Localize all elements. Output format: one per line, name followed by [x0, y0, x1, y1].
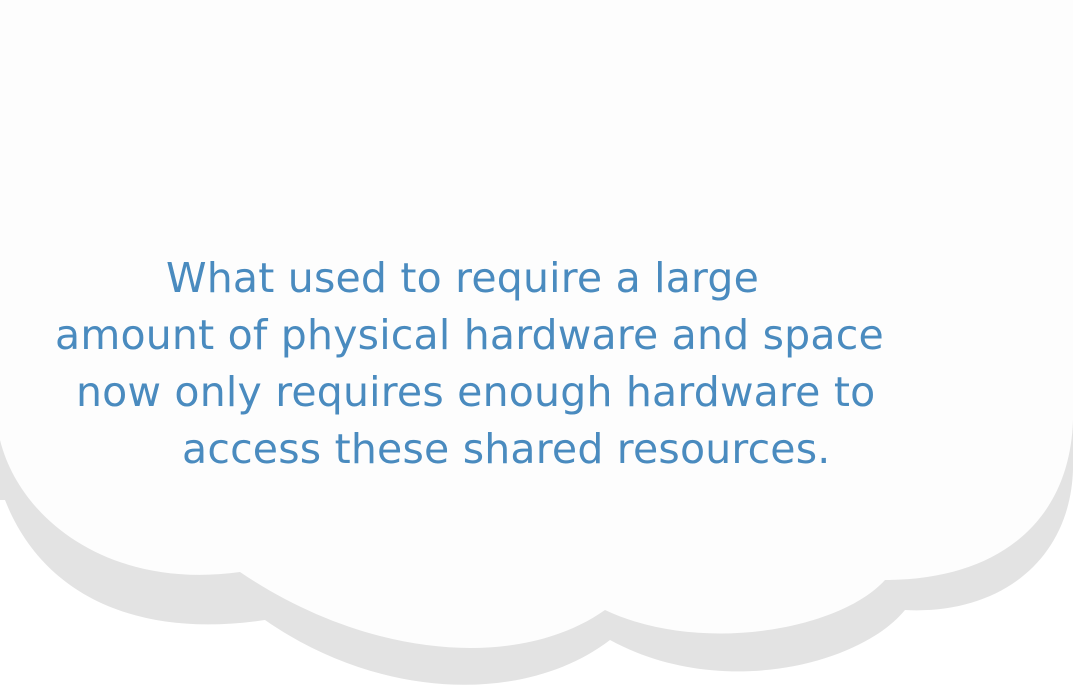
- cloud-body: [0, 0, 1073, 648]
- quote-line-2: amount of physical hardware and space: [55, 311, 884, 359]
- cloud-quote-text: What used to require a large amount of p…: [0, 250, 1073, 478]
- quote-line-4: access these shared resources.: [182, 425, 831, 473]
- quote-line-1: What used to require a large: [166, 254, 760, 302]
- quote-line-3: now only requires enough hardware to: [76, 368, 876, 416]
